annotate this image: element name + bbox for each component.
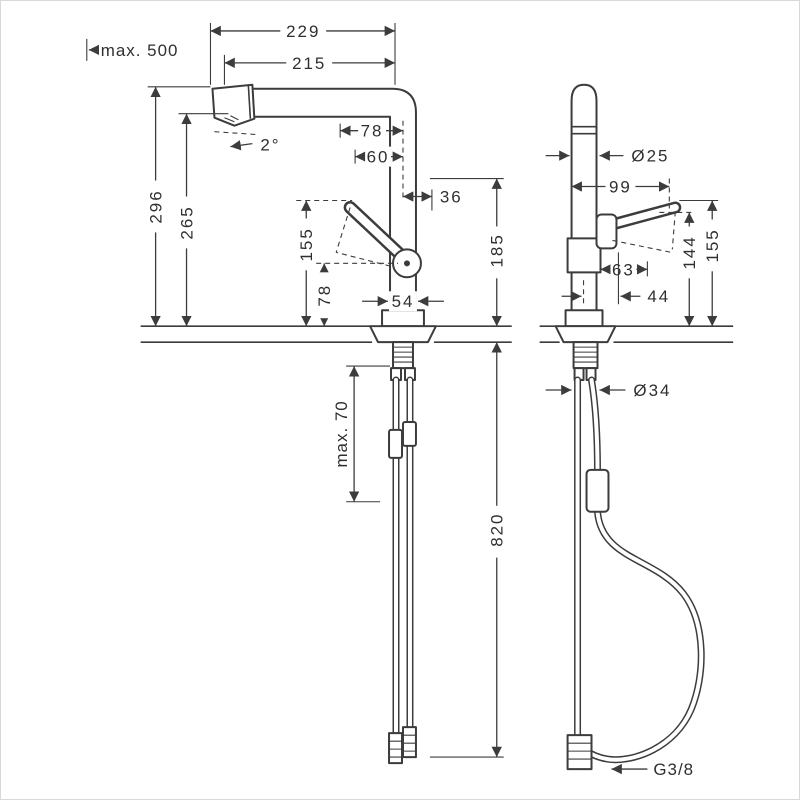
side-view-drawing (539, 83, 734, 771)
dim-handle-offset: 36 (402, 187, 463, 211)
dim-height-total: 296 (144, 86, 211, 327)
dim-2deg-label: 2° (260, 136, 280, 155)
dim-60-label: 60 (367, 148, 390, 167)
dim-handle-low-height: 144 (659, 211, 701, 327)
dim-pivot-height: 78 (313, 262, 399, 327)
connection-fitting (566, 734, 593, 771)
dim-reach-inner: 215 (223, 52, 396, 85)
hose-fitting (401, 726, 417, 759)
hose-connector (401, 420, 417, 447)
dim-54-label: 54 (392, 292, 415, 311)
hose-fitting (388, 732, 403, 765)
dim-hose-extension: max. 500 (86, 38, 179, 61)
threaded-shank (392, 341, 414, 370)
dim-296-label: 296 (147, 189, 166, 223)
pipe-outline (570, 83, 598, 314)
handle-range-dashed (335, 207, 351, 253)
dim-265-label: 265 (178, 205, 197, 239)
mounting-flange (369, 325, 437, 344)
dim-offset-mid: 60 (354, 146, 403, 167)
dim-185-label: 185 (488, 233, 507, 267)
dim-144-label: 144 (680, 235, 699, 269)
front-view-drawing (140, 83, 512, 765)
dim-max500-label: max. 500 (101, 41, 179, 60)
dim-44-label: 44 (647, 287, 670, 306)
base-ring-side (564, 309, 604, 328)
dim-36-label: 36 (440, 187, 463, 206)
dim-155-front-label: 155 (297, 227, 316, 261)
dim-hose-length: 820 (429, 342, 508, 758)
aerator-hatch (218, 115, 239, 125)
handle-pivot-block (595, 213, 618, 250)
dim-63-label: 63 (612, 260, 635, 279)
dim-max70-label: max. 70 (332, 400, 351, 467)
dim-d25-label: Ø25 (631, 147, 669, 166)
spray-head-seam (247, 85, 252, 119)
dim-820-label: 820 (488, 513, 507, 547)
base-ring (381, 309, 425, 328)
dim-handle-tip-height: 155 (295, 199, 353, 327)
dim-mounting-thickness: max. 70 (332, 365, 391, 503)
cartridge-housing (566, 237, 602, 274)
dim-155-side-label: 155 (703, 228, 722, 262)
threaded-shank-side (572, 341, 599, 370)
dim-229-label: 229 (286, 22, 320, 41)
dim-g38-label: G3/8 (653, 760, 694, 779)
dim-78-top-label: 78 (361, 122, 384, 141)
thread-hatch (393, 346, 413, 363)
dim-handle-depth: 44 (561, 252, 670, 306)
dim-215-label: 215 (292, 54, 326, 73)
hose-weight (585, 468, 610, 513)
dim-body-width: 54 (362, 291, 444, 311)
handle-range-dashed (336, 251, 400, 269)
dim-depth: 99 (571, 176, 670, 209)
handle-range-dashed (612, 239, 672, 253)
mounting-flange-side (554, 325, 617, 344)
dim-offset-top: 78 (339, 120, 403, 141)
pipe-seams (571, 125, 597, 135)
dim-handle-reach: 63 (600, 259, 648, 279)
dim-pipe-diameter: Ø25 (545, 147, 669, 166)
spray-head (211, 83, 256, 127)
dim-spout-angle: 2° (214, 131, 280, 155)
dim-hole-diameter: Ø34 (545, 381, 671, 400)
hose-connector (388, 428, 403, 459)
handle-range-dashed (671, 211, 676, 250)
dim-99-label: 99 (609, 178, 632, 197)
dim-handle-top-height: 155 (679, 199, 724, 327)
dim-clearance-height: 185 (429, 178, 508, 327)
dim-height-spout: 265 (175, 113, 229, 327)
dim-reach-outer: 229 (209, 20, 396, 85)
dim-d34-label: Ø34 (633, 381, 671, 400)
dim-thread: G3/8 (611, 760, 694, 779)
dim-78-pivot-label: 78 (315, 284, 334, 307)
